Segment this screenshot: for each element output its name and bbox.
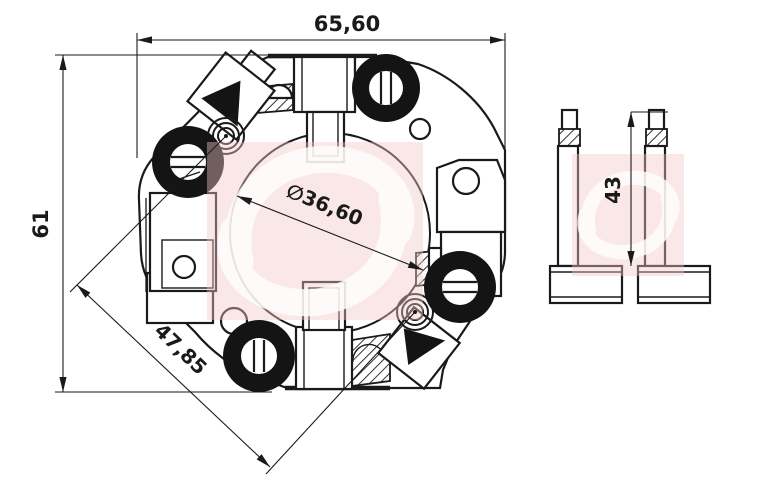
dim-overall-height-label: 61	[29, 209, 53, 238]
dim-side-height: 43	[601, 111, 668, 266]
watermark-side	[572, 154, 684, 276]
plate-hole-top-right	[408, 117, 432, 141]
donut-spring-top-right	[352, 54, 420, 122]
dim-side-height-label: 43	[601, 176, 625, 204]
dim-overall-width: 65,60	[136, 12, 506, 172]
brush-right-hatch	[645, 128, 668, 147]
spring-coil-top-left	[207, 117, 245, 155]
donut-spring-left	[152, 126, 224, 198]
spring-flag-bottom-right	[376, 305, 462, 391]
brush-box-left-hole	[171, 254, 197, 280]
spring-coil-bottom-right	[396, 293, 434, 331]
leader-dot-top	[224, 134, 228, 138]
donut-spring-bottom-left	[223, 320, 295, 392]
brush-side-left	[548, 108, 624, 305]
brush-left-hatch	[558, 128, 581, 147]
spring-flag-top-left	[185, 49, 277, 142]
leader-dot-bottom	[413, 310, 417, 314]
donut-spring-bottom-right	[424, 251, 496, 323]
brush-box-right-hole	[451, 166, 481, 196]
brush-box-top	[292, 55, 357, 114]
watermark-front	[207, 142, 423, 320]
brush-box-bottom	[294, 325, 354, 391]
dim-overall-width-label: 65,60	[314, 12, 380, 36]
